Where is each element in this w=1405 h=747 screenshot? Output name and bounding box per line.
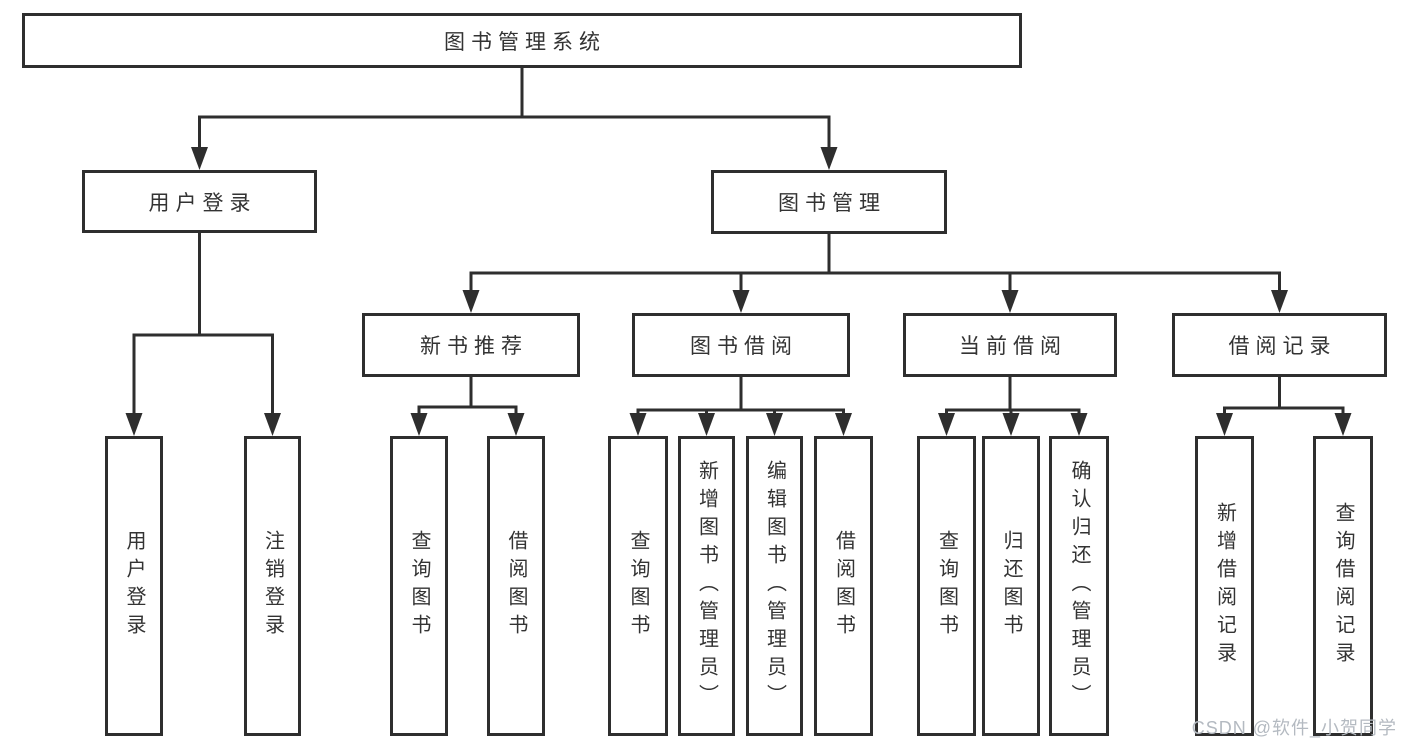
node-user-login-label: 用户登录	[148, 191, 257, 215]
arrowhead-nb-query-book	[410, 413, 428, 436]
leaf-bb-borrow-book-label: 借阅图书	[832, 530, 855, 642]
node-book-borrowing: 图书借阅	[632, 313, 850, 377]
arrowhead-br-query-record	[1334, 413, 1352, 436]
leaf-bb-borrow-book: 借阅图书	[814, 436, 873, 736]
arrowhead-current-borrowing	[1001, 290, 1019, 313]
leaf-bb-edit-book: 编辑图书（管理员）	[746, 436, 803, 736]
leaf-bb-query-book-label: 查询图书	[627, 530, 649, 642]
node-user-login: 用户登录	[82, 170, 317, 233]
leaf-nb-borrow-book: 借阅图书	[487, 436, 545, 736]
leaf-cb-confirm-return-label: 确认归还（管理员）	[1068, 460, 1090, 712]
connector-borrowing-records-children	[1223, 377, 1345, 416]
node-new-book-recommendation: 新书推荐	[362, 313, 580, 377]
node-book-management-label: 图书管理	[778, 192, 886, 215]
arrowhead-bb-borrow-book	[835, 413, 852, 436]
leaf-br-add-record: 新增借阅记录	[1195, 436, 1254, 736]
arrowhead-bb-edit-book	[766, 413, 783, 436]
leaf-bb-add-book: 新增图书（管理员）	[678, 436, 735, 736]
leaf-user-login: 用户登录	[105, 436, 163, 736]
leaf-cb-confirm-return: 确认归还（管理员）	[1049, 436, 1109, 736]
connector-new-book-children	[417, 377, 518, 416]
leaf-cb-query-book-label: 查询图书	[935, 530, 958, 642]
connector-book-management-children	[469, 234, 1281, 294]
node-borrowing-records-label: 借阅记录	[1228, 335, 1337, 358]
arrowhead-borrowing-records	[1271, 290, 1288, 313]
connector-current-borrowing-children	[945, 377, 1081, 416]
node-current-borrowing: 当前借阅	[903, 313, 1117, 377]
leaf-logout: 注销登录	[244, 436, 301, 736]
arrowhead-nb-borrow-book	[507, 413, 525, 436]
node-borrowing-records: 借阅记录	[1172, 313, 1387, 377]
csdn-watermark: CSDN @软件_小贺同学	[1191, 718, 1397, 738]
node-current-borrowing-label: 当前借阅	[959, 335, 1067, 358]
arrowhead-book-borrowing	[732, 290, 750, 313]
arrowhead-cb-confirm-return	[1070, 413, 1088, 436]
leaf-cb-query-book: 查询图书	[917, 436, 976, 736]
leaf-bb-query-book: 查询图书	[608, 436, 668, 736]
node-root-label: 图书管理系统	[444, 30, 606, 54]
leaf-logout-label: 注销登录	[261, 530, 284, 642]
connector-root-to-level2	[198, 68, 831, 150]
arrowhead-bb-query-book	[629, 413, 647, 436]
leaf-br-add-record-label: 新增借阅记录	[1213, 502, 1236, 670]
arrowhead-leaf-logout	[264, 413, 281, 436]
arrowhead-cb-return-book	[1002, 413, 1020, 436]
leaf-bb-add-book-label: 新增图书（管理员）	[695, 460, 718, 712]
arrowhead-cb-query-book	[938, 413, 955, 436]
leaf-br-query-record: 查询借阅记录	[1313, 436, 1373, 736]
arrowhead-user-login	[191, 147, 208, 170]
leaf-nb-borrow-book-label: 借阅图书	[505, 530, 527, 642]
connector-user-login-children	[132, 233, 274, 416]
leaf-cb-return-book-label: 归还图书	[1000, 530, 1022, 642]
leaf-br-query-record-label: 查询借阅记录	[1332, 502, 1354, 670]
leaf-nb-query-book: 查询图书	[390, 436, 448, 736]
node-new-book-recommendation-label: 新书推荐	[420, 335, 528, 358]
node-book-borrowing-label: 图书借阅	[690, 335, 798, 358]
arrowhead-bb-add-book	[698, 413, 715, 436]
leaf-nb-query-book-label: 查询图书	[408, 530, 430, 642]
leaf-bb-edit-book-label: 编辑图书（管理员）	[763, 460, 786, 712]
arrowhead-new-book-recommendation	[462, 290, 480, 313]
arrowhead-br-add-record	[1216, 413, 1233, 436]
node-book-management: 图书管理	[711, 170, 947, 234]
node-root: 图书管理系统	[22, 13, 1022, 68]
arrowhead-leaf-user-login	[125, 413, 143, 436]
leaf-cb-return-book: 归还图书	[982, 436, 1040, 736]
arrowhead-book-management	[820, 147, 838, 170]
leaf-user-login-label: 用户登录	[123, 530, 145, 642]
connector-book-borrowing-children	[636, 377, 845, 416]
